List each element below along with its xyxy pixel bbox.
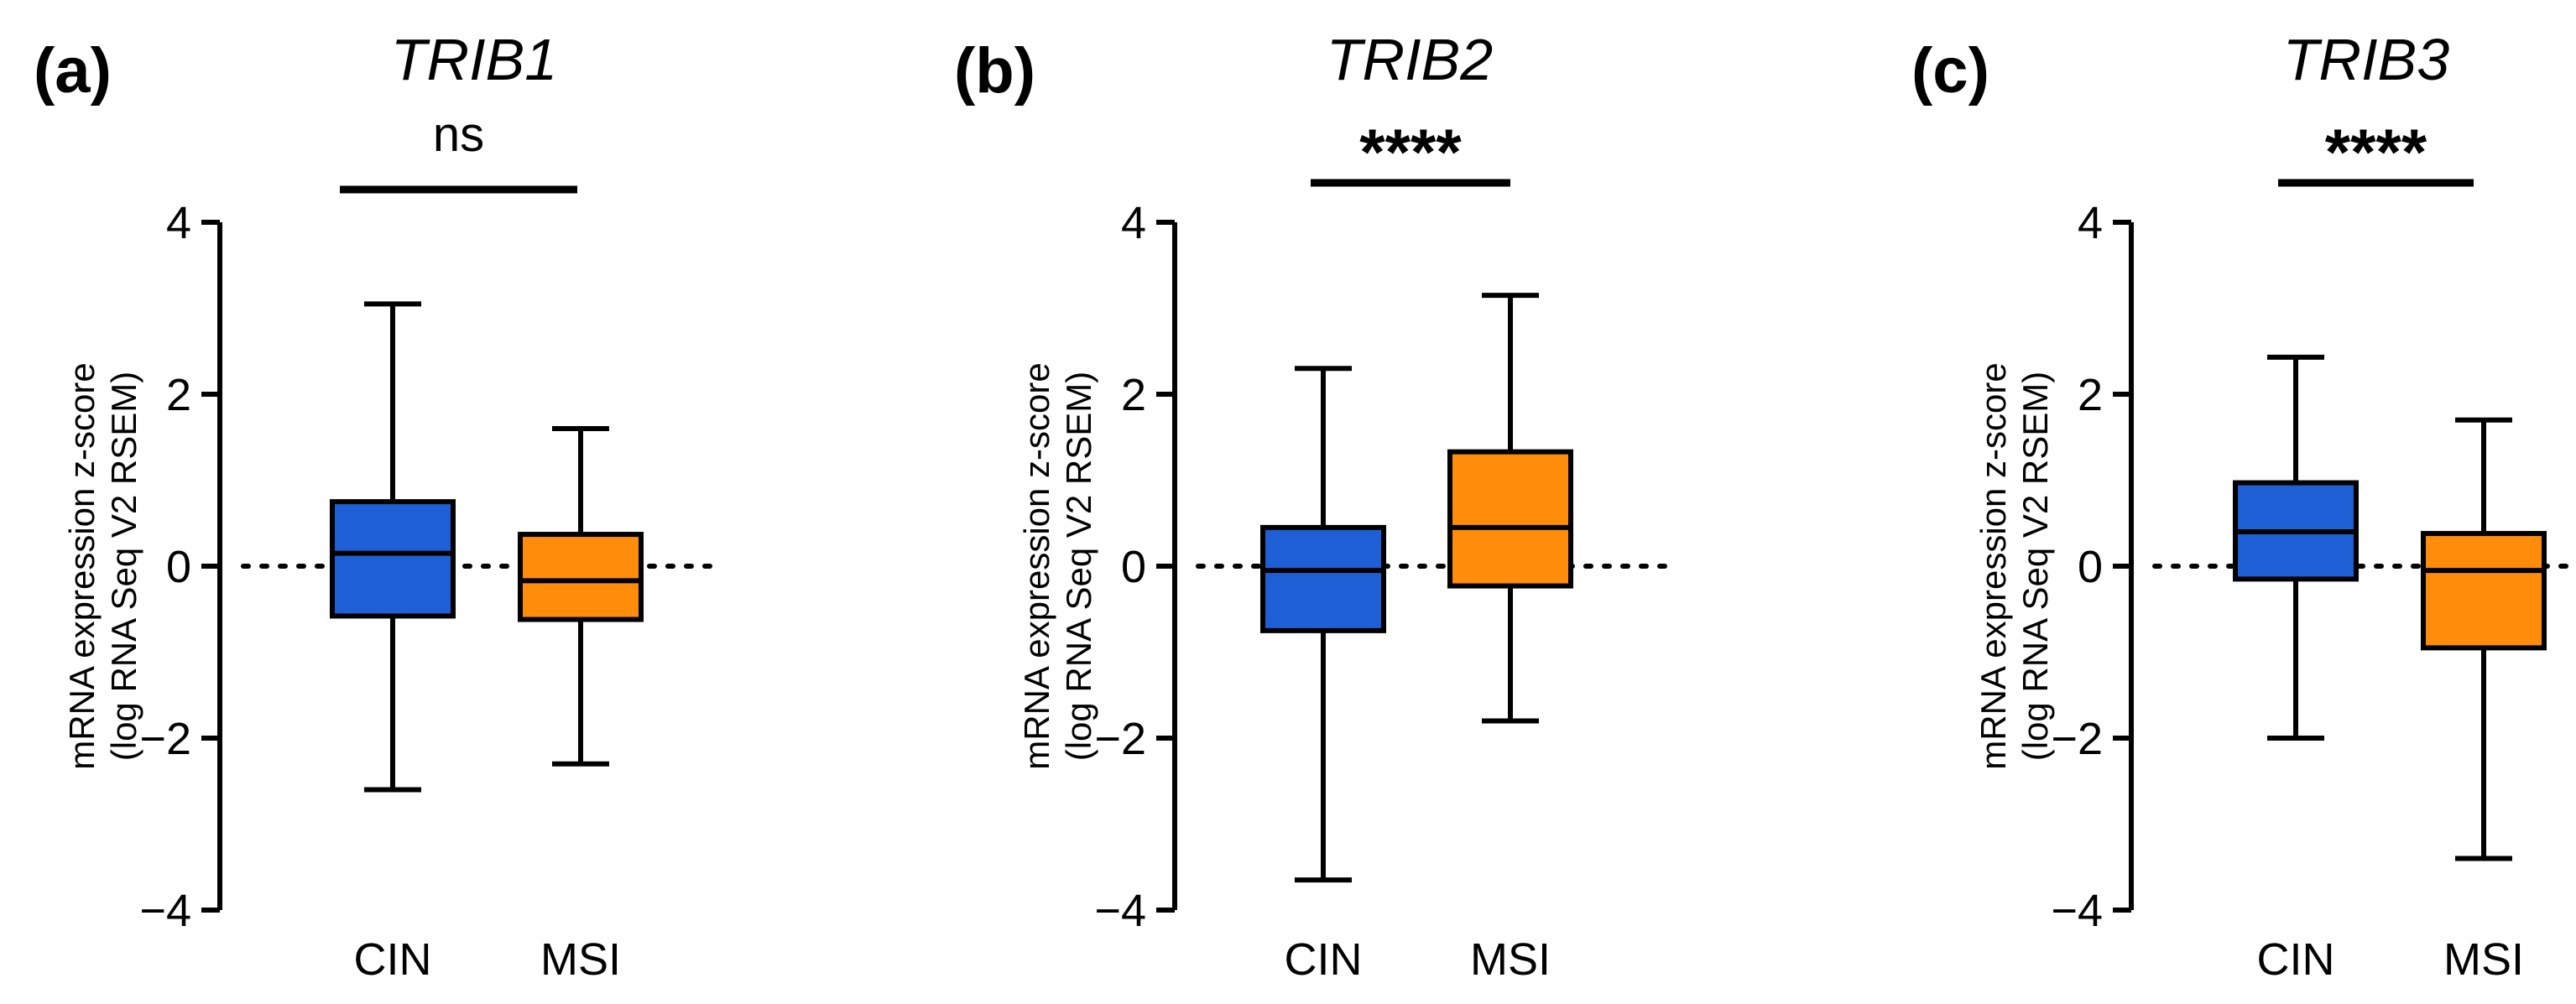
- panel-2-x-label-cin: CIN: [1285, 934, 1363, 985]
- panel-1-y-tick-label: −2: [139, 714, 191, 764]
- panel-3-significance-label: ****: [2325, 115, 2427, 189]
- panel-2-box-msi: [1447, 449, 1573, 589]
- panel-3-title: TRIB3: [2283, 27, 2449, 92]
- panel-3-label: (c): [1911, 35, 1989, 107]
- panel-3-y-tick-label: −4: [2051, 886, 2103, 936]
- panel-3-x-label-msi: MSI: [2443, 934, 2524, 985]
- panel-3-y-tick-label: −2: [2051, 714, 2103, 764]
- panel-3-box-msi: [2421, 531, 2547, 651]
- panel-3-y-axis-label-line1: mRNA expression z-score: [1974, 362, 2013, 769]
- panel-2-y-axis-label-line2: (log RNA Seq V2 RSEM): [1059, 372, 1098, 762]
- panel-2-y-tick-label: 0: [1121, 542, 1146, 592]
- panel-1-x-label-cin: CIN: [354, 934, 432, 985]
- panel-3-y-tick-label: 0: [2078, 542, 2103, 592]
- panel-3-y-tick-label: 2: [2078, 370, 2103, 420]
- panel-1-y-tick-label: 2: [166, 370, 191, 420]
- panel-1-y-axis-label-line1: mRNA expression z-score: [62, 362, 102, 769]
- panel-3-x-label-cin: CIN: [2257, 934, 2335, 985]
- panel-1-title: TRIB1: [391, 27, 557, 92]
- panel-2-y-tick-label: −2: [1094, 714, 1146, 764]
- panel-1-y-tick-label: −4: [139, 886, 191, 936]
- panel-1-y-tick-label: 4: [166, 198, 191, 248]
- panel-1-y-tick-label: 0: [166, 542, 191, 592]
- panel-1-box-cin: [330, 499, 456, 619]
- panel-2-significance-label: ****: [1359, 115, 1462, 189]
- panel-2-y-tick-label: 4: [1121, 198, 1146, 248]
- panel-1-label: (a): [34, 35, 112, 107]
- panel-1-x-label-msi: MSI: [540, 934, 621, 985]
- panel-2-y-tick-label: −4: [1094, 886, 1146, 936]
- panel-2-title: TRIB2: [1327, 27, 1493, 92]
- panel-3-y-axis-label-line2: (log RNA Seq V2 RSEM): [2015, 372, 2055, 762]
- panel-1-significance-label: ns: [433, 107, 484, 162]
- panel-2-y-tick-label: 2: [1121, 370, 1146, 420]
- panel-1-y-axis-label-line2: (log RNA Seq V2 RSEM): [104, 372, 143, 762]
- panel-3-y-tick-label: 4: [2078, 198, 2103, 248]
- panel-2-x-label-msi: MSI: [1470, 934, 1551, 985]
- panel-2-box-cin: [1260, 524, 1386, 633]
- panel-2-y-axis-label-line1: mRNA expression z-score: [1017, 362, 1056, 769]
- panel-1-box-msi: [518, 532, 644, 622]
- panel-2-label: (b): [954, 35, 1035, 107]
